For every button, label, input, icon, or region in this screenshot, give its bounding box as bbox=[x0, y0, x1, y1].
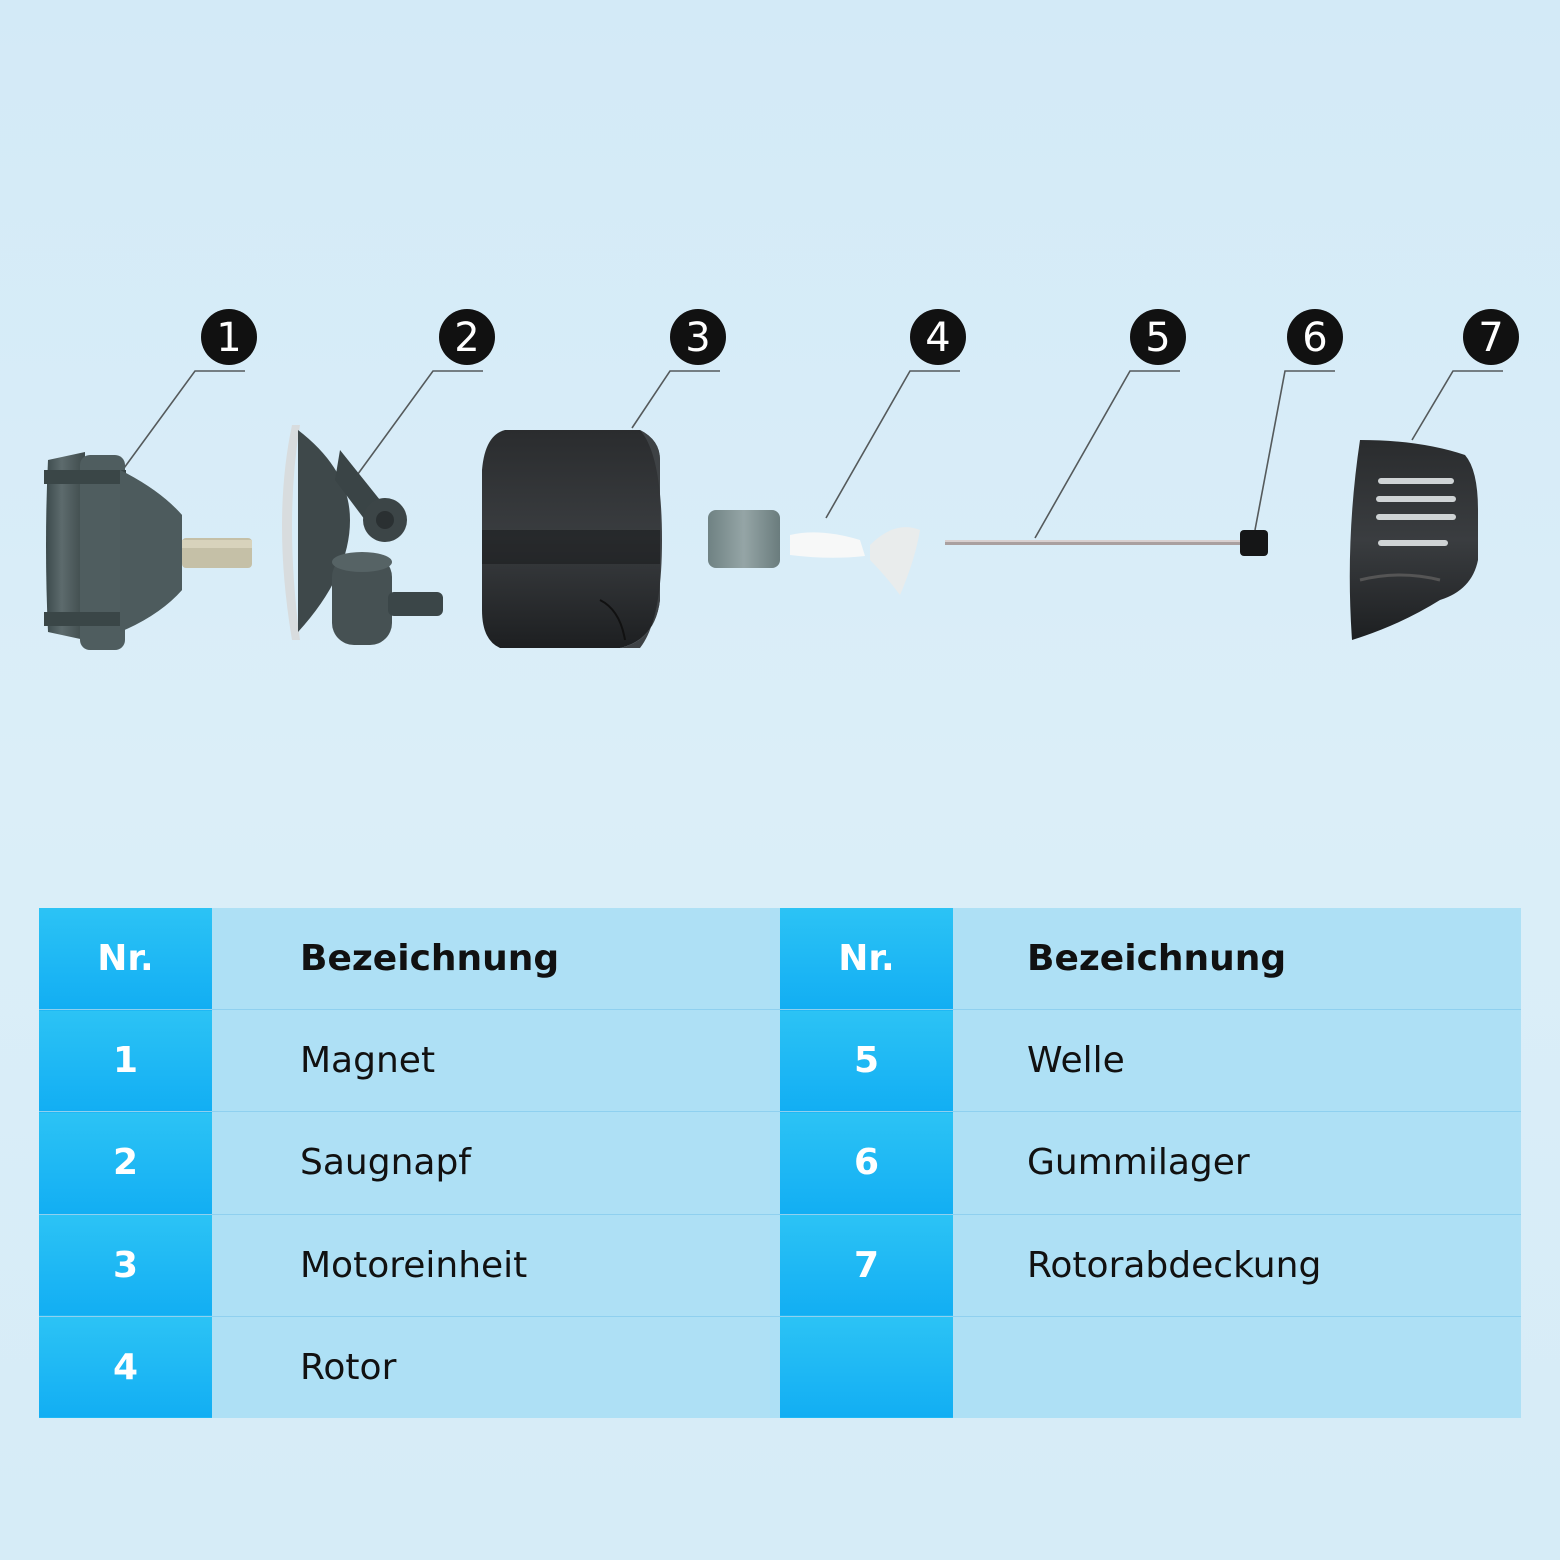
callout-badge-1: 1 bbox=[201, 309, 257, 365]
row-name: Gummilager bbox=[953, 1111, 1521, 1215]
callout-badge-4: 4 bbox=[910, 309, 966, 365]
table-row: 4 Rotor bbox=[39, 1315, 1521, 1418]
row-name: Rotorabdeckung bbox=[953, 1213, 1521, 1317]
svg-text:3: 3 bbox=[685, 315, 710, 361]
callout-badge-7: 7 bbox=[1463, 309, 1519, 365]
row-name: Saugnapf bbox=[212, 1111, 780, 1215]
row-nr: 4 bbox=[39, 1315, 212, 1418]
row-name: Welle bbox=[953, 1009, 1521, 1112]
svg-text:1: 1 bbox=[216, 315, 241, 361]
leader-lines bbox=[107, 370, 1503, 539]
leader-line-6 bbox=[1254, 370, 1335, 531]
callout-badge-6: 6 bbox=[1287, 309, 1343, 365]
row-nr: 1 bbox=[39, 1009, 212, 1112]
parts-table: Nr. Bezeichnung Nr. Bezeichnung 1 Magnet… bbox=[39, 908, 1521, 1418]
row-nr: 5 bbox=[780, 1009, 953, 1112]
row-nr: 6 bbox=[780, 1111, 953, 1215]
callout-badge-5: 5 bbox=[1130, 309, 1186, 365]
row-name: Rotor bbox=[212, 1315, 780, 1418]
leader-line-7 bbox=[1411, 370, 1503, 441]
table-row: 3 Motoreinheit 7 Rotorabdeckung bbox=[39, 1213, 1521, 1317]
row-nr: 7 bbox=[780, 1213, 953, 1317]
header-nr-left: Nr. bbox=[39, 908, 212, 1011]
leader-line-1 bbox=[107, 370, 245, 491]
leader-line-5 bbox=[1034, 370, 1180, 539]
part-magnet bbox=[44, 452, 252, 650]
row-nr bbox=[780, 1315, 953, 1418]
row-name: Magnet bbox=[212, 1009, 780, 1112]
svg-text:4: 4 bbox=[925, 315, 950, 361]
header-name-right: Bezeichnung bbox=[953, 908, 1521, 1011]
leader-line-2 bbox=[354, 370, 483, 479]
part-rubber-bearing bbox=[1240, 530, 1268, 556]
callout-badge-2: 2 bbox=[439, 309, 495, 365]
svg-text:5: 5 bbox=[1145, 315, 1170, 361]
part-motor-unit bbox=[482, 430, 662, 648]
table-row: 1 Magnet 5 Welle bbox=[39, 1009, 1521, 1112]
leader-line-4 bbox=[825, 370, 960, 519]
exploded-view-diagram: 1 2 3 4 5 6 7 bbox=[44, 309, 1519, 650]
row-name: Motoreinheit bbox=[212, 1213, 780, 1317]
row-name bbox=[953, 1315, 1521, 1418]
header-name-left: Bezeichnung bbox=[212, 908, 780, 1011]
leader-line-3 bbox=[631, 370, 720, 429]
part-rotor-cover bbox=[1349, 440, 1478, 640]
row-nr: 3 bbox=[39, 1213, 212, 1317]
callout-badge-3: 3 bbox=[670, 309, 726, 365]
svg-text:7: 7 bbox=[1478, 315, 1503, 361]
callout-badges: 1 2 3 4 5 6 7 bbox=[201, 309, 1519, 365]
part-suction-cup bbox=[282, 425, 443, 645]
svg-text:2: 2 bbox=[454, 315, 479, 361]
row-nr: 2 bbox=[39, 1111, 212, 1215]
part-shaft bbox=[945, 540, 1245, 545]
part-rotor bbox=[708, 510, 920, 595]
table-row: 2 Saugnapf 6 Gummilager bbox=[39, 1111, 1521, 1215]
table-header-row: Nr. Bezeichnung Nr. Bezeichnung bbox=[39, 908, 1521, 1011]
svg-text:6: 6 bbox=[1302, 315, 1327, 361]
header-nr-right: Nr. bbox=[780, 908, 953, 1011]
